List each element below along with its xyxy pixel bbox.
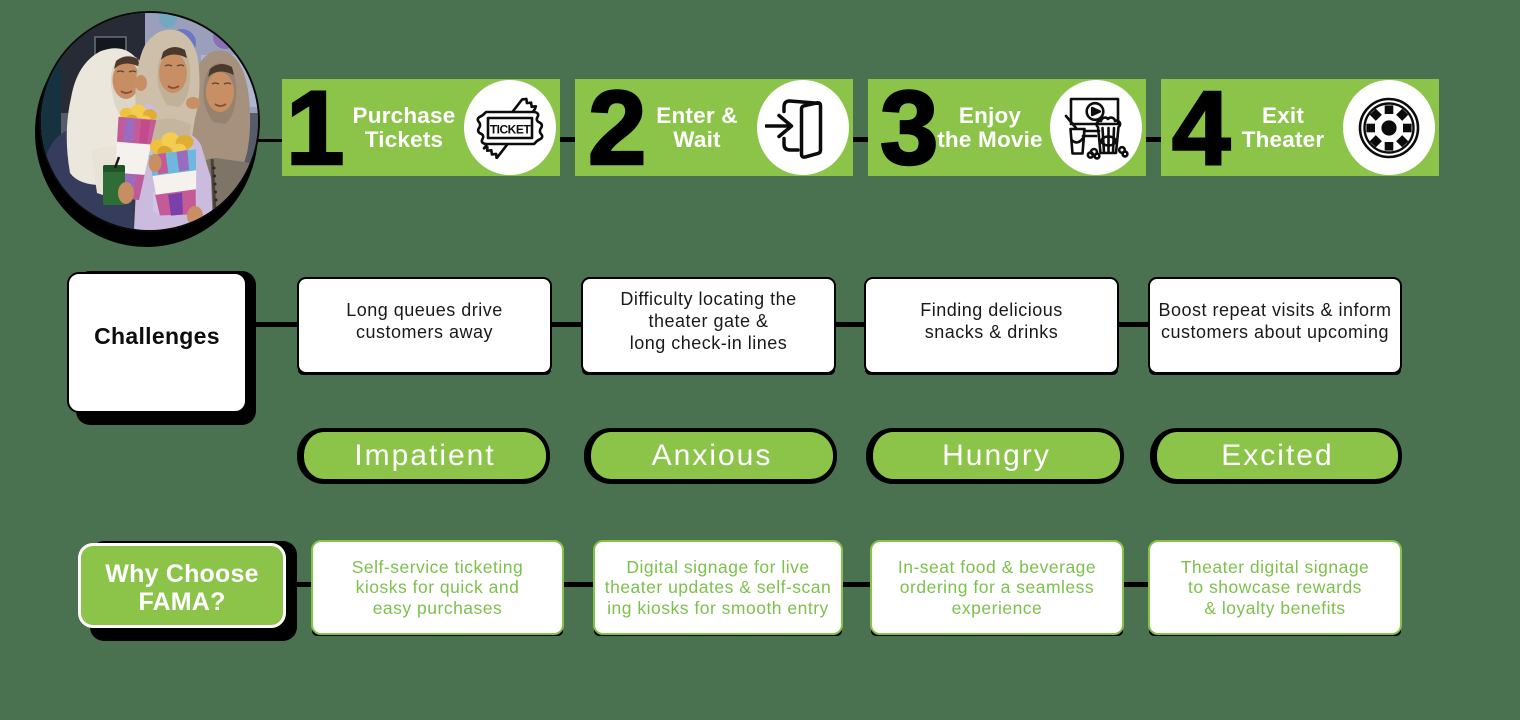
- svg-text:TICKET: TICKET: [490, 122, 532, 136]
